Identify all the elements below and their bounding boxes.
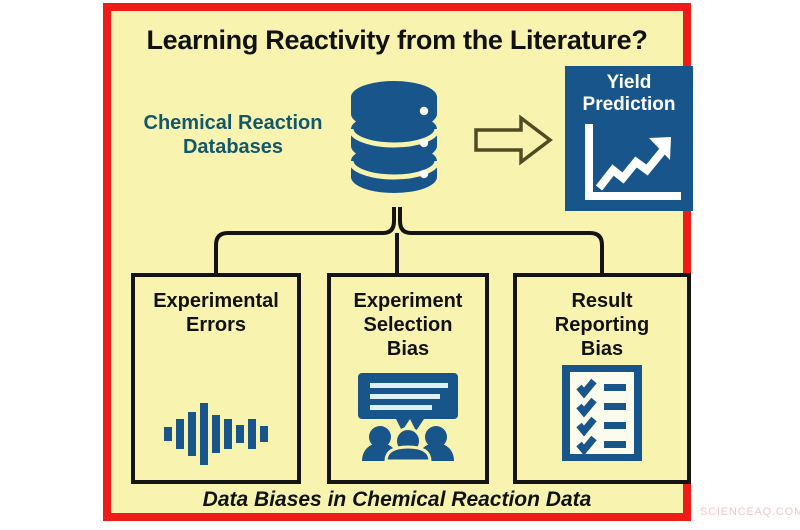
database-label-line2: Databases (182, 136, 284, 159)
speech-bubble-people-icon (352, 371, 464, 466)
bias-icon-wrap (517, 364, 687, 466)
bias-title-line: Bias (386, 338, 430, 360)
waveform-bar (164, 427, 172, 441)
bias-title: Experiment Selection Bias (331, 289, 485, 361)
bias-title-line: Experimental (153, 290, 279, 312)
poster-content: Learning Reactivity from the Literature?… (111, 11, 693, 513)
bias-box-experiment-selection-bias: Experiment Selection Bias (327, 273, 489, 484)
bias-title: Result Reporting Bias (517, 289, 687, 361)
yield-prediction-title: Yield Prediction (565, 72, 693, 117)
bias-title-line: Bias (580, 338, 624, 360)
yield-title-line1: Yield (606, 72, 652, 93)
bias-box-result-reporting-bias: Result Reporting Bias (513, 273, 691, 484)
bias-title-line: Selection (363, 314, 453, 336)
page-title: Learning Reactivity from the Literature? (146, 25, 648, 55)
poster-frame: Learning Reactivity from the Literature?… (103, 3, 693, 521)
checklist-clipboard-icon (562, 364, 642, 466)
database-label: Chemical Reaction Databases (117, 111, 349, 160)
yield-title-line2: Prediction (582, 94, 676, 116)
waveform-bar (212, 415, 220, 453)
watermark: SCIENCEAQ.COM (700, 506, 800, 518)
line-chart-up-arrow-icon (579, 122, 681, 206)
bias-title-line: Errors (185, 314, 247, 336)
bias-title-line: Experiment (353, 290, 463, 312)
bias-title-line: Reporting (554, 314, 650, 336)
audio-waveform-icon (164, 402, 268, 466)
connector-bracket (111, 207, 683, 279)
waveform-bar (188, 412, 196, 456)
database-label-line1: Chemical Reaction (143, 112, 323, 134)
database-cylinder-icon (345, 69, 443, 209)
bias-title: Experimental Errors (135, 289, 297, 337)
bias-icon-wrap (331, 371, 485, 466)
waveform-bar (236, 425, 244, 443)
waveform-bar (200, 403, 208, 465)
waveform-bar (248, 419, 256, 449)
right-arrow-outline-icon (473, 114, 553, 166)
bias-title-line: Result (571, 290, 633, 312)
waveform-bar (176, 419, 184, 449)
waveform-bar (260, 426, 268, 442)
figure-caption: Data Biases in Chemical Reaction Data (202, 488, 592, 511)
yield-prediction-box: Yield Prediction (565, 66, 693, 211)
waveform-bar (224, 419, 232, 449)
bias-icon-wrap (135, 402, 297, 466)
bias-box-experimental-errors: Experimental Errors (131, 273, 301, 484)
